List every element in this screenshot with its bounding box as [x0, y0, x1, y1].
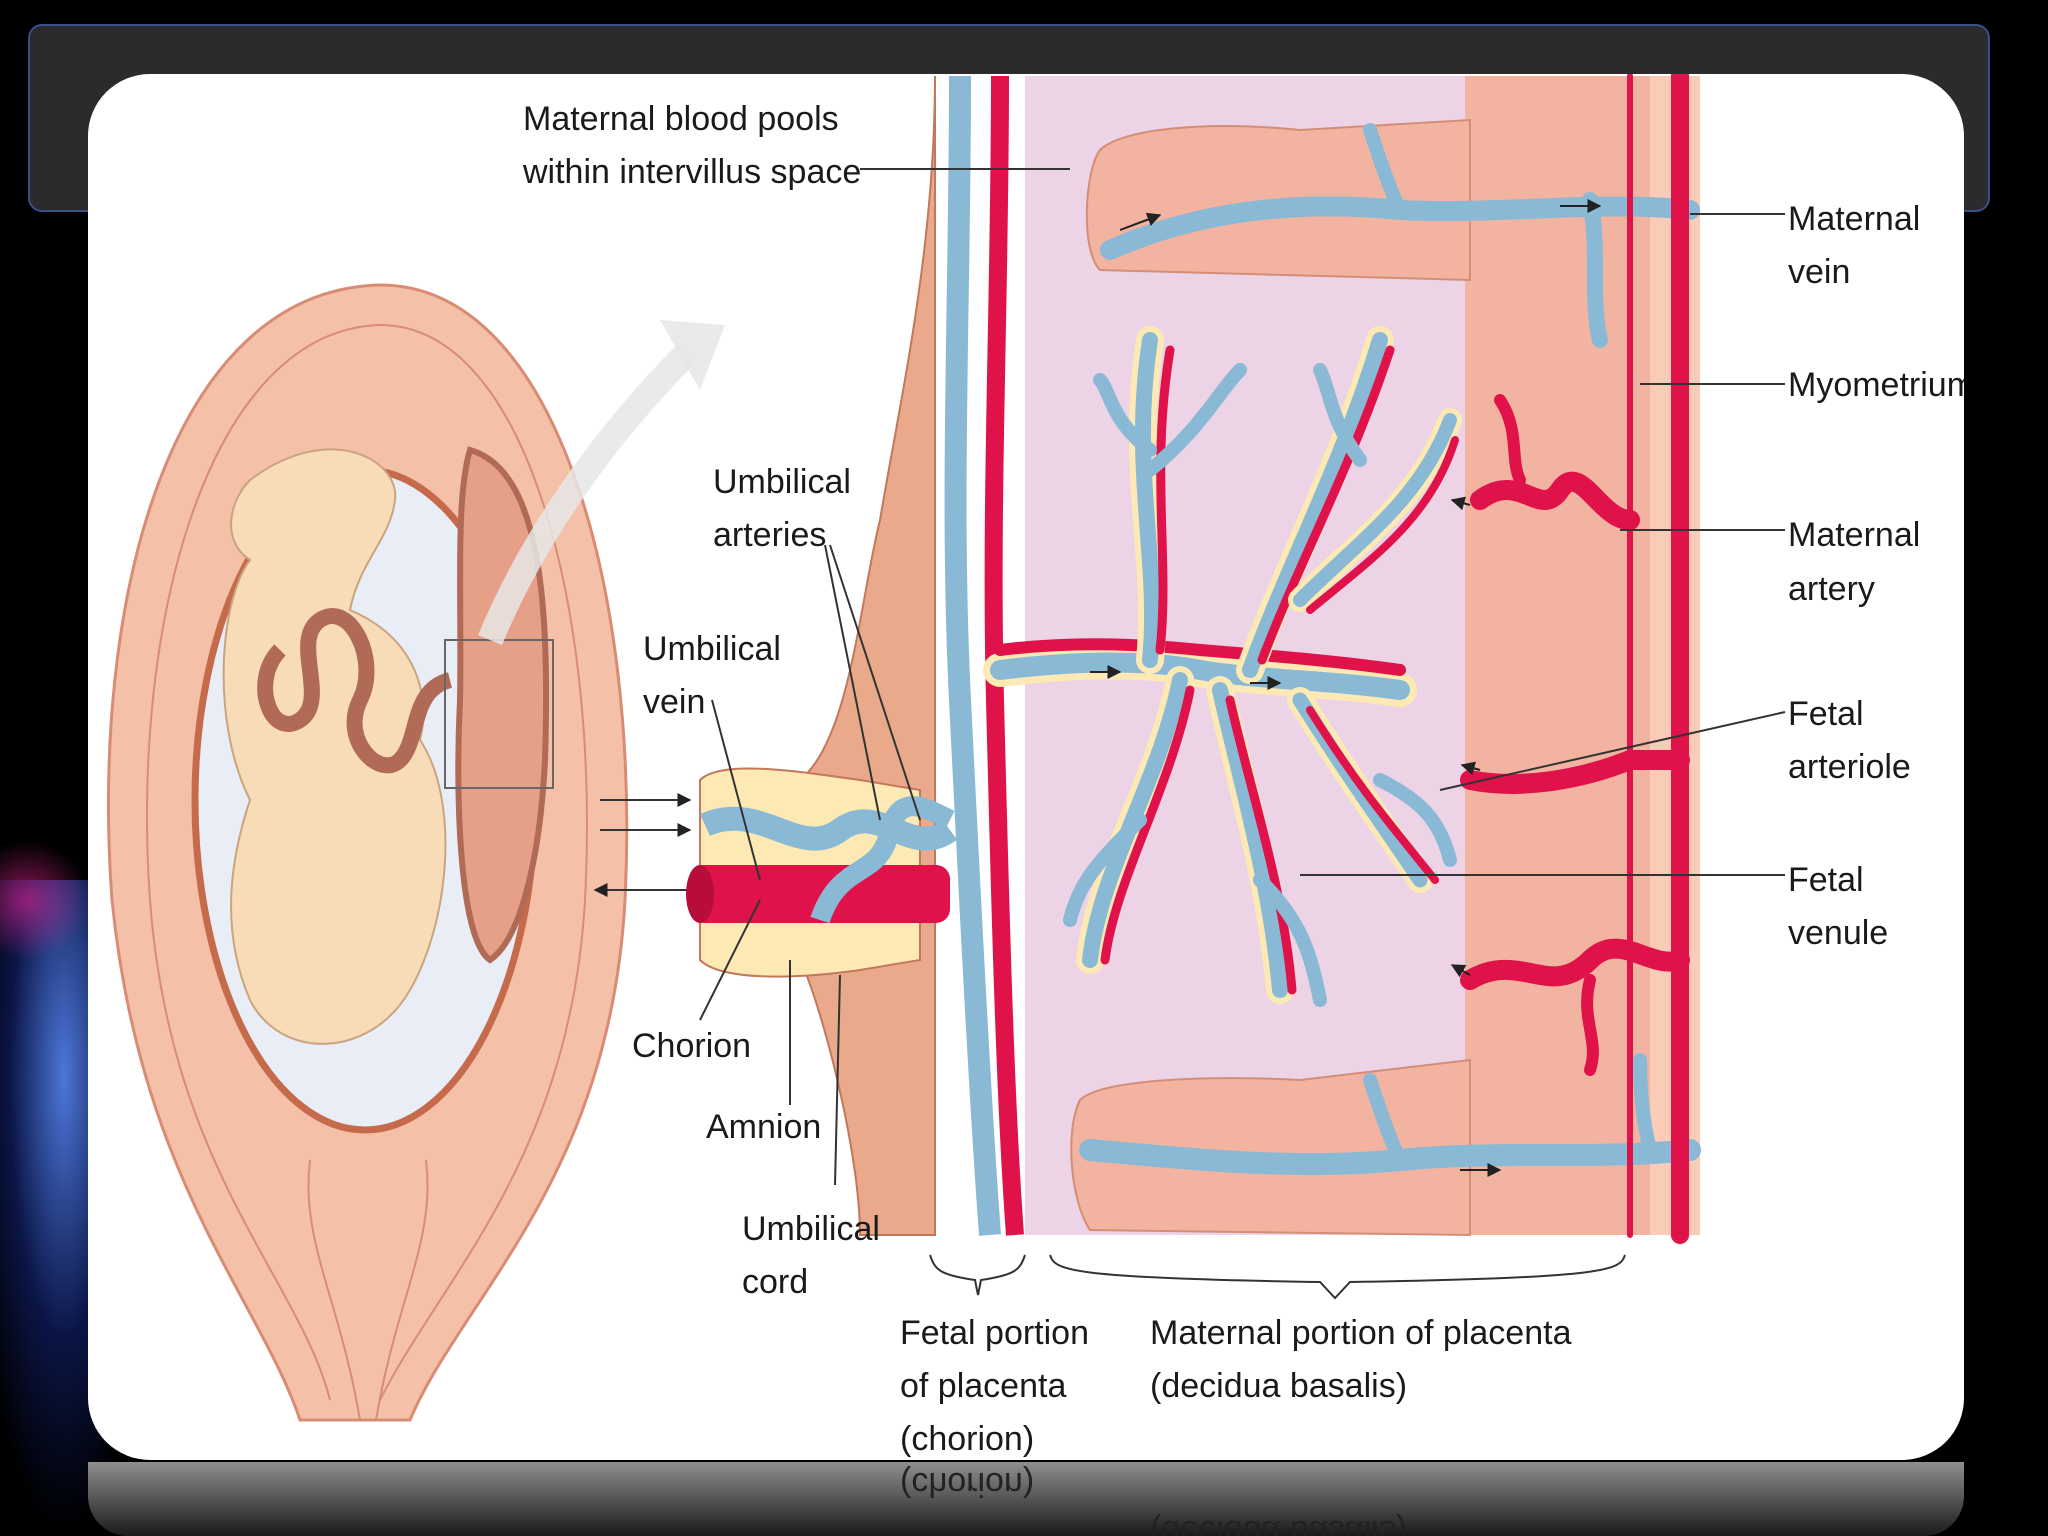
reflection-text-maternal: (decidua basalis): [1150, 1513, 1408, 1536]
reflection-text-fetal: (chorion): [900, 1465, 1035, 1503]
label-myometrium: Myometrium: [1788, 366, 1964, 404]
label-umbilical-arteries-line1: Umbilical: [713, 463, 851, 501]
label-fetal-venule-line2: venule: [1788, 914, 1888, 952]
label-maternal-blood-pools-line2: within intervillus space: [522, 153, 861, 191]
cord-flow-arrows: [593, 793, 692, 897]
label-fetal-arteriole-line1: Fetal: [1788, 695, 1864, 733]
decorative-pink-glow: [0, 840, 90, 960]
diagram-card: Maternal blood pools within intervillus …: [88, 74, 1964, 1460]
label-chorion: Chorion: [632, 1027, 751, 1065]
label-maternal-artery-line2: artery: [1788, 570, 1875, 608]
placenta-detail: [686, 74, 1701, 1244]
label-maternal-vein-line2: vein: [1788, 253, 1850, 291]
label-fetal-portion-line3: (chorion): [900, 1420, 1034, 1458]
label-fetal-portion-line1: Fetal portion: [900, 1314, 1089, 1352]
diagram-labels: Maternal blood pools within intervillus …: [522, 100, 1964, 1458]
label-umbilical-vein-line1: Umbilical: [643, 630, 781, 668]
label-umbilical-vein-line2: vein: [643, 683, 705, 721]
label-umbilical-arteries-line2: arteries: [713, 516, 826, 554]
label-umbilical-cord-line1: Umbilical: [742, 1210, 880, 1248]
label-maternal-portion-line1: Maternal portion of placenta: [1150, 1314, 1572, 1352]
label-maternal-portion-line2: (decidua basalis): [1150, 1367, 1407, 1405]
label-amnion: Amnion: [706, 1108, 821, 1146]
label-maternal-blood-pools-line1: Maternal blood pools: [523, 100, 839, 138]
card-reflection: (chorion) (decidua basalis): [88, 1462, 1964, 1536]
placenta-diagram: Maternal blood pools within intervillus …: [106, 74, 1964, 1458]
label-fetal-venule-line1: Fetal: [1788, 861, 1864, 899]
leader-lines: [699, 168, 1786, 1300]
label-fetal-portion-line2: of placenta: [900, 1367, 1066, 1405]
label-maternal-artery-line1: Maternal: [1788, 516, 1920, 554]
uterus-illustration: [106, 283, 725, 1422]
label-fetal-arteriole-line2: arteriole: [1788, 748, 1911, 786]
label-umbilical-cord-line2: cord: [742, 1263, 808, 1301]
label-maternal-vein-line1: Maternal: [1788, 200, 1920, 238]
